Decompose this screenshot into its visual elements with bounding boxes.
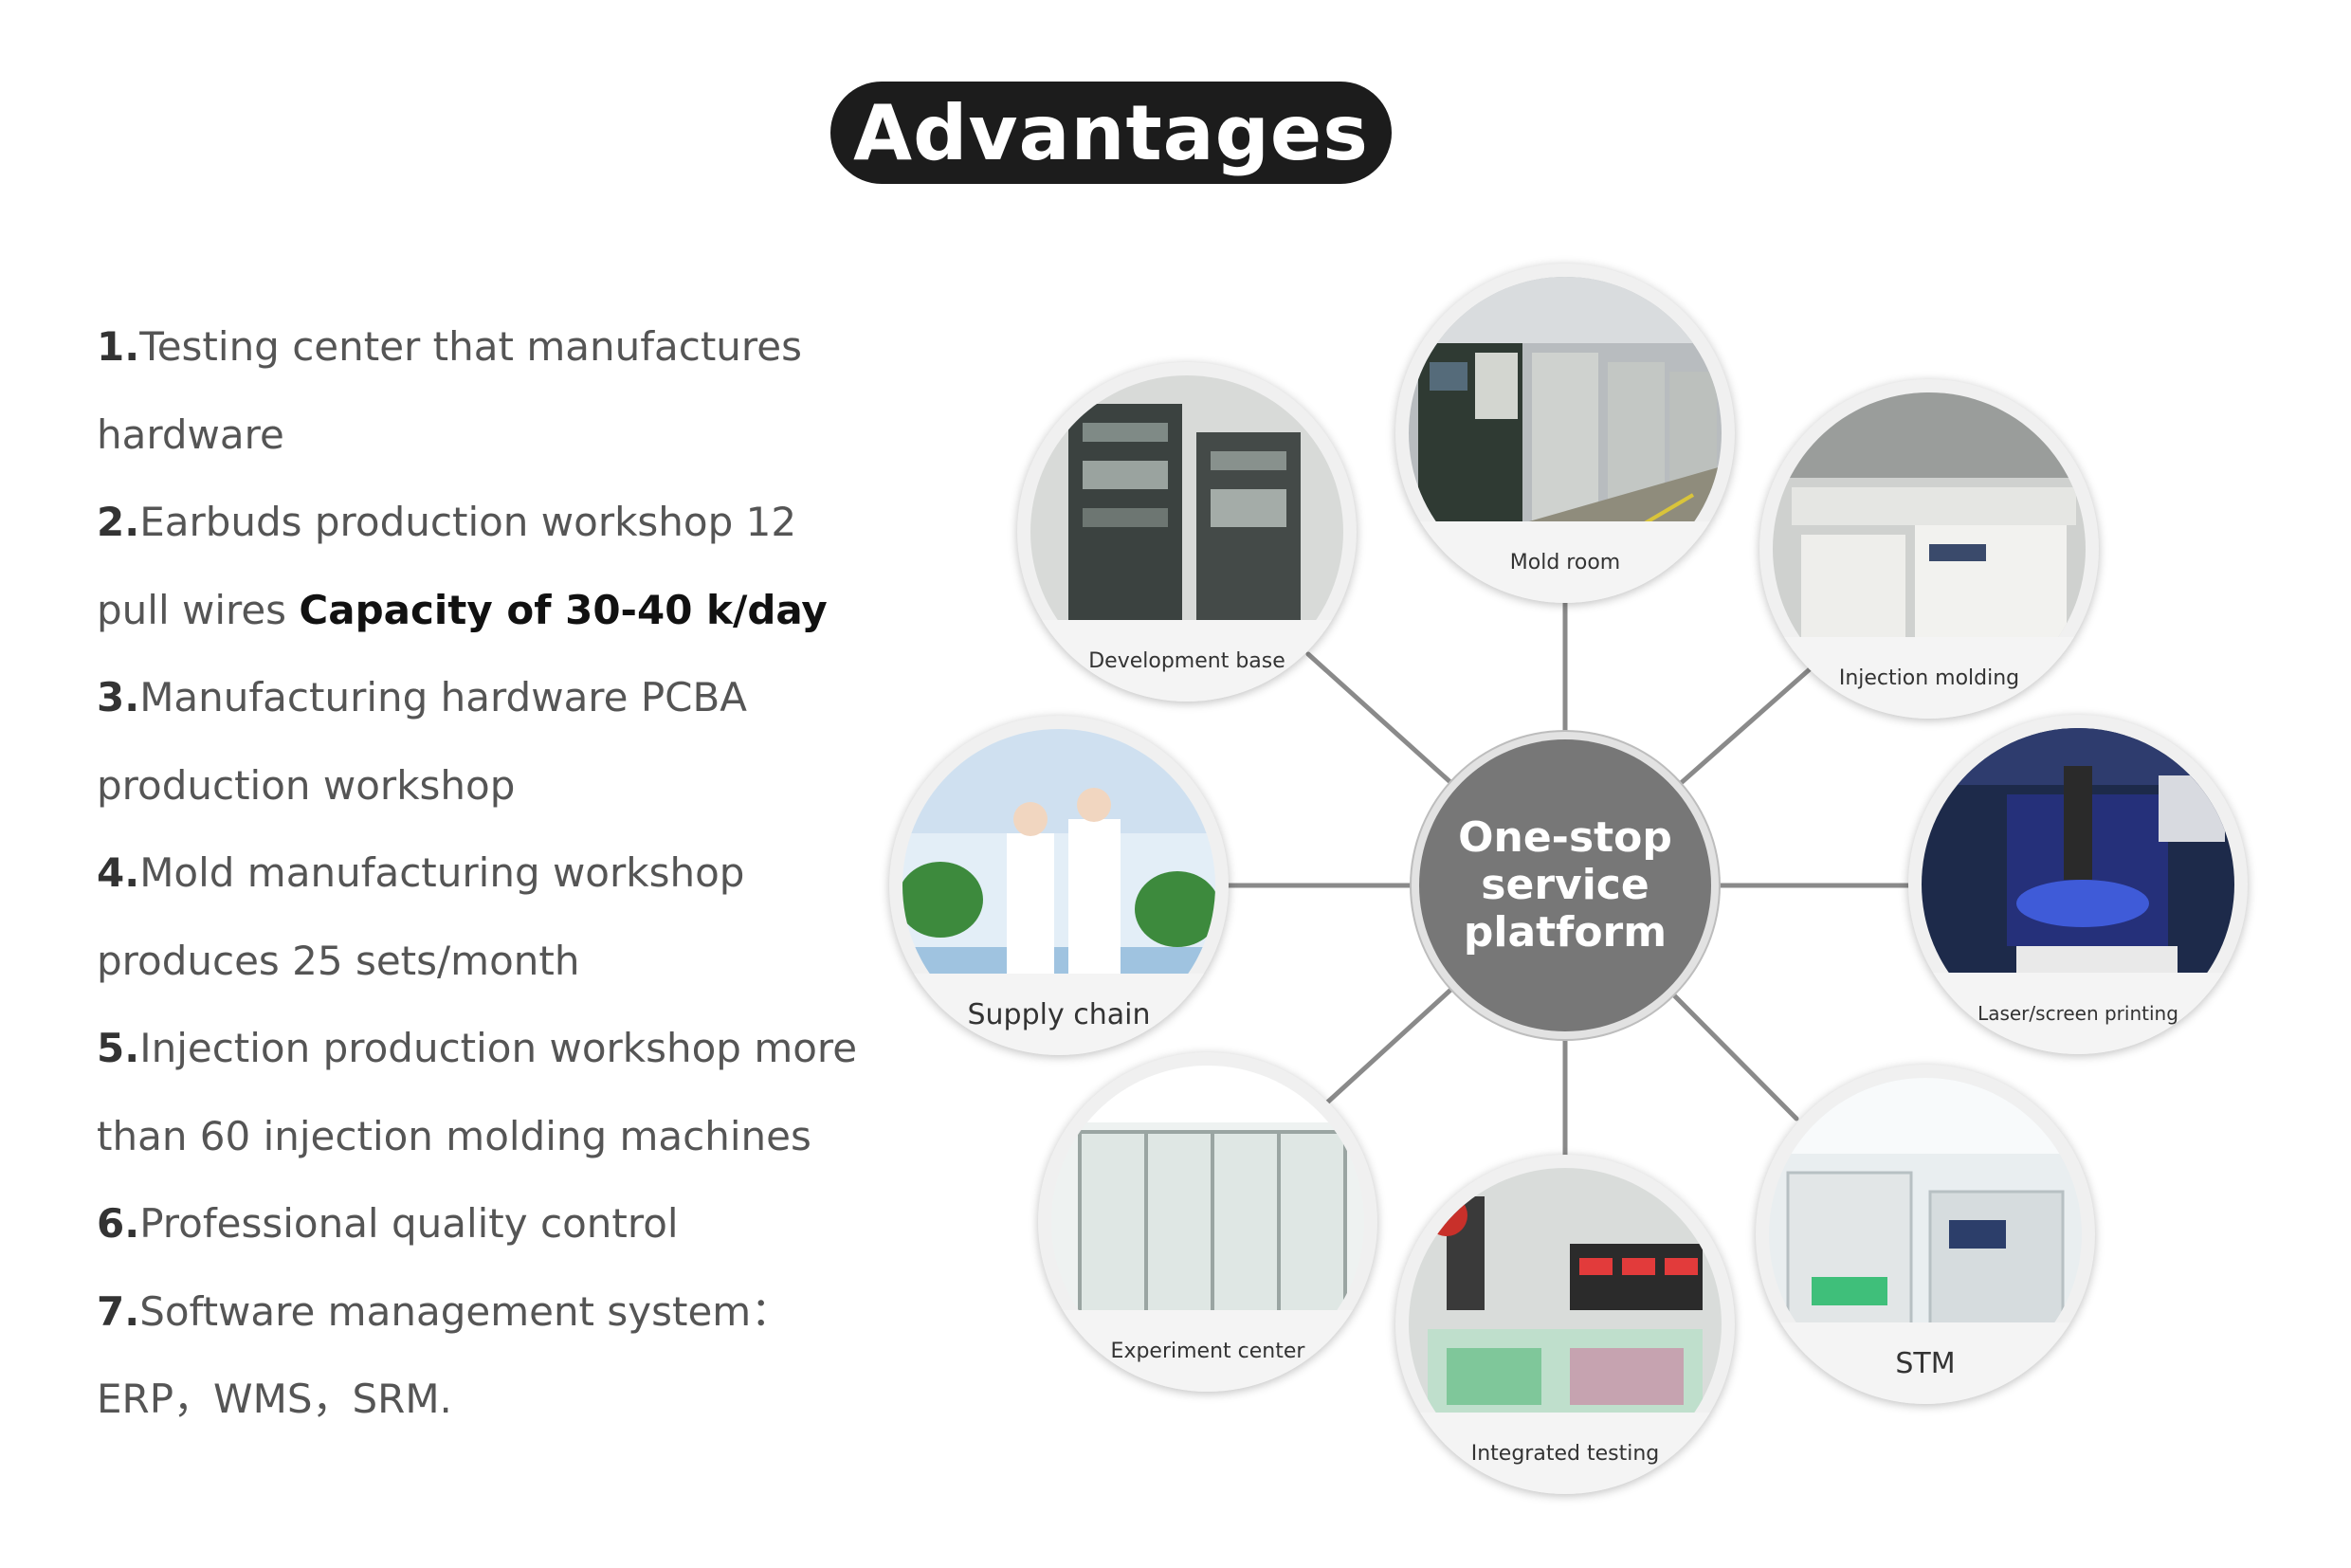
- list-item-continued: hardware: [97, 392, 874, 480]
- node-integrated-testing: Integrated testing: [1395, 1155, 1735, 1494]
- item-number: 1.: [97, 323, 140, 370]
- node-label: Experiment center: [1038, 1310, 1377, 1392]
- item-number: 4.: [97, 849, 140, 896]
- list-item-continued: produces 25 sets/month: [97, 918, 874, 1006]
- list-item: 2.Earbuds production workshop 12: [97, 479, 874, 567]
- node-label: Supply chain: [889, 974, 1229, 1055]
- node-label: Integrated testing: [1395, 1413, 1735, 1494]
- page-title: Advantages: [853, 88, 1369, 177]
- node-experiment-center: Experiment center: [1038, 1052, 1377, 1392]
- node-label: Mold room: [1395, 521, 1735, 603]
- item-number: 3.: [97, 674, 140, 720]
- advantages-list: 1.Testing center that manufactures hardw…: [97, 303, 874, 1444]
- item-text: Injection production workshop more: [139, 1025, 858, 1071]
- list-item-continued: ERP，WMS，SRM.: [97, 1356, 874, 1444]
- node-stm: STM: [1756, 1065, 2095, 1404]
- node-laser-printing: Laser/screen printing: [1908, 715, 2248, 1054]
- item-text: Software management system：: [139, 1287, 792, 1335]
- node-supply-chain: Supply chain: [889, 716, 1229, 1055]
- list-item-continued: production workshop: [97, 742, 874, 830]
- node-mold-room: Mold room: [1395, 264, 1735, 603]
- node-label: Injection molding: [1759, 637, 2099, 719]
- list-item: 6.Professional quality control: [97, 1180, 874, 1268]
- item-text: Earbuds production workshop 12: [139, 499, 797, 545]
- list-item: 3.Manufacturing hardware PCBA: [97, 654, 874, 742]
- node-label: Laser/screen printing: [1908, 973, 2248, 1054]
- list-item: 7.Software management system：: [97, 1268, 874, 1357]
- item-text: Professional quality control: [139, 1200, 679, 1247]
- list-item: 5.Injection production workshop more: [97, 1005, 874, 1093]
- node-development-base: Development base: [1017, 362, 1357, 702]
- list-item-continued: pull wires Capacity of 30-40 k/day: [97, 567, 874, 655]
- item-text: than 60 injection molding machines: [97, 1112, 811, 1159]
- item-number: 5.: [97, 1025, 140, 1071]
- node-injection-molding: Injection molding: [1759, 379, 2099, 719]
- item-text: production workshop: [97, 761, 516, 809]
- list-item: 4.Mold manufacturing workshop: [97, 830, 874, 918]
- capacity-highlight: Capacity of 30-40 k/day: [299, 586, 828, 633]
- hub-circle: One-stop service platform: [1419, 739, 1711, 1031]
- item-number: 6.: [97, 1200, 140, 1247]
- list-item: 1.Testing center that manufactures: [97, 303, 874, 392]
- item-text: hardware: [97, 410, 284, 458]
- title-badge: Advantages: [830, 82, 1392, 184]
- item-number: 2.: [97, 499, 140, 545]
- item-number: 7.: [97, 1287, 140, 1335]
- item-text: ERP，WMS，SRM.: [97, 1376, 452, 1422]
- node-label: Development base: [1017, 620, 1357, 702]
- item-text: Mold manufacturing workshop: [139, 849, 745, 896]
- item-text: produces 25 sets/month: [97, 937, 580, 984]
- item-text: Testing center that manufactures: [139, 323, 802, 370]
- list-item-continued: than 60 injection molding machines: [97, 1093, 874, 1181]
- hub-label: One-stop service platform: [1458, 813, 1672, 957]
- node-label: STM: [1756, 1322, 2095, 1404]
- item-text: pull wires: [97, 586, 300, 633]
- item-text: Manufacturing hardware PCBA: [139, 674, 748, 720]
